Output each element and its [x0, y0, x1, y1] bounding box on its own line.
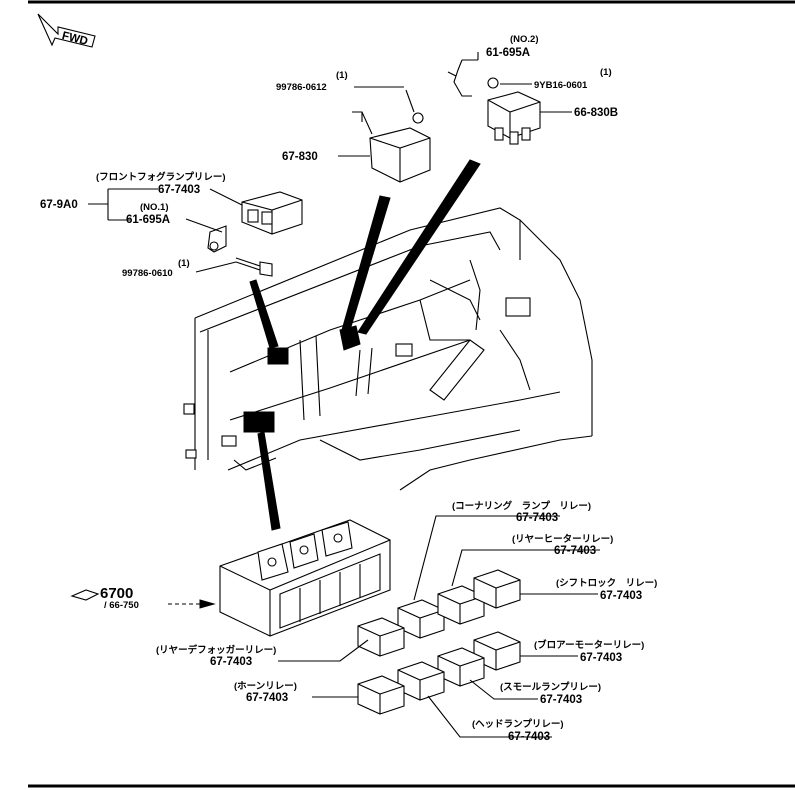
screw-99786-0610	[235, 257, 273, 277]
relay-front-fog	[241, 191, 303, 235]
shift-lock-part: 67-7403	[600, 590, 642, 602]
no2-part: 61-695A	[486, 47, 530, 59]
relay-b-part: 67-830	[282, 151, 318, 163]
relay-cornering	[397, 599, 445, 639]
small-lamp-part: 67-7403	[540, 694, 582, 706]
relay-small-lamp	[437, 647, 485, 687]
relay-shift-lock	[473, 569, 521, 609]
fog-part: 67-7403	[158, 184, 200, 196]
screw2-qty: (1)	[178, 258, 190, 269]
screw1-part: 99786-0612	[276, 82, 327, 93]
small-lamp-name: (スモールランプリレー)	[500, 681, 601, 693]
relay-rear-defogger	[357, 617, 405, 657]
shift-lock-name: (シフトロック リレー)	[556, 578, 657, 589]
nut-qty: (1)	[600, 67, 612, 78]
ref-main: 6700	[100, 585, 133, 602]
blower-part: 67-7403	[580, 652, 622, 664]
bracket-no1	[207, 225, 227, 253]
rear-heater-part: 67-7403	[554, 545, 596, 557]
cornering-name: (コーナリング ランプ リレー)	[452, 500, 591, 512]
fog-name: (フロントフォグランプリレー)	[96, 171, 226, 183]
cornering-part: 67-7403	[516, 512, 558, 524]
ref-sub: / 66-750	[104, 600, 139, 611]
relay-head-lamp	[397, 661, 445, 701]
relay-66-830b	[487, 91, 541, 145]
group-part: 67-9A0	[40, 199, 78, 211]
screw2-part: 99786-0610	[122, 268, 173, 279]
horn-part: 67-7403	[246, 692, 288, 704]
nut-part: 9YB16-0601	[534, 80, 588, 91]
relay-a-part: 66-830B	[574, 107, 618, 119]
head-lamp-name: (ヘッドランプリレー)	[472, 718, 564, 730]
no1-qty: (NO.1)	[140, 202, 169, 213]
blower-name: (ブロアーモーターリレー)	[534, 639, 644, 651]
rear-defogger-name: (リヤーデフォッガーリレー)	[156, 644, 276, 656]
installed-relays	[243, 325, 361, 433]
no2-qty: (NO.2)	[510, 34, 539, 45]
dashboard-outline	[194, 207, 593, 491]
rear-defogger-part: 67-7403	[210, 656, 252, 668]
rear-heater-name: (リヤーヒーターリレー)	[512, 533, 613, 545]
bracket-no2	[447, 59, 499, 97]
fwd-label: FWD	[61, 30, 89, 48]
screw1-qty: (1)	[336, 70, 348, 81]
fwd-arrow-icon: FWD	[37, 13, 96, 48]
relay-67-830	[352, 89, 431, 183]
relay-horn	[357, 675, 405, 715]
relay-block-6700	[219, 519, 391, 637]
leader-wedges	[249, 159, 481, 531]
horn-name: (ホーンリレー)	[234, 681, 297, 692]
reference-icon	[70, 589, 100, 601]
no1-part: 61-695A	[126, 214, 170, 226]
dash-small-relays	[183, 297, 531, 459]
